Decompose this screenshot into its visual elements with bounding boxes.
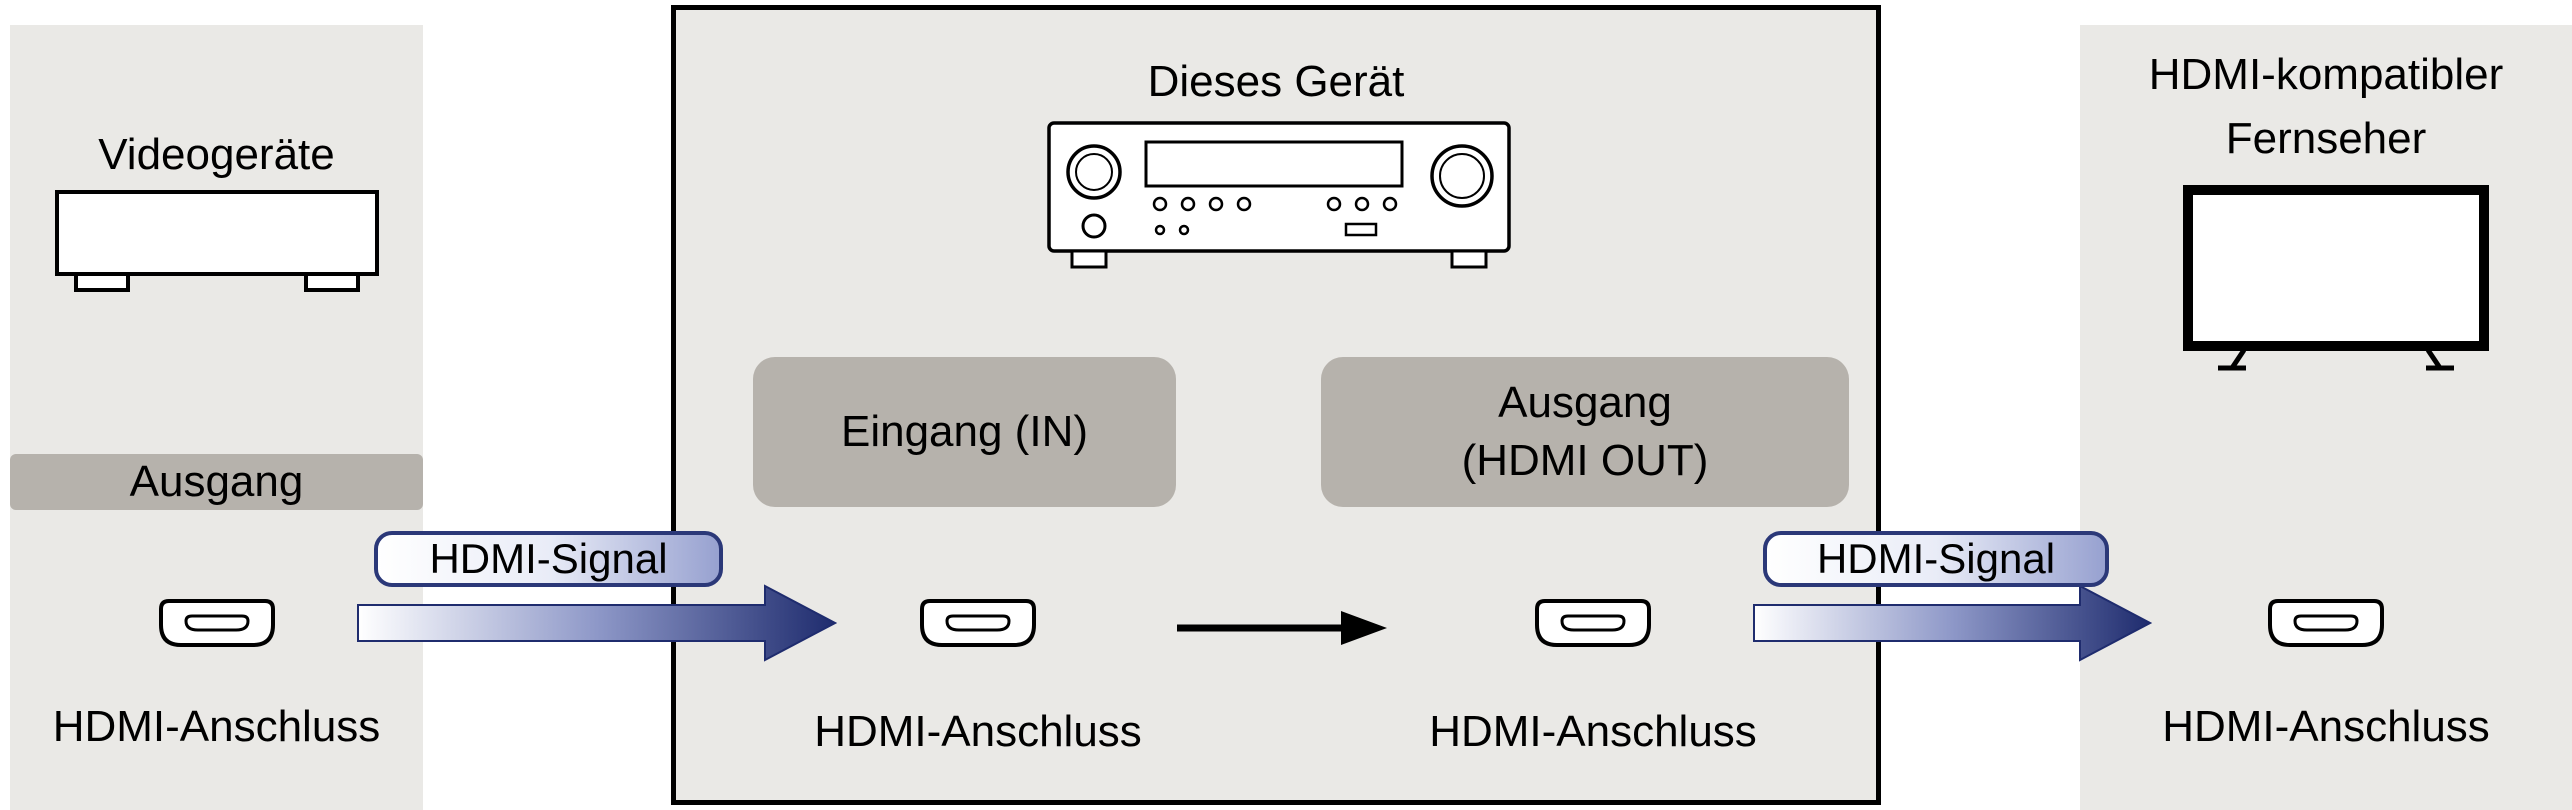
gradient-arrow-right-icon <box>1753 584 2152 662</box>
device-output-badge: Ausgang (HDMI OUT) <box>1321 357 1849 507</box>
hdmi-port-icon <box>919 595 1037 651</box>
this-device-title: Dieses Gerät <box>1147 57 1405 106</box>
hdmi-port-icon <box>2267 595 2385 651</box>
device-input-connector-label: HDMI-Anschluss <box>814 707 1142 756</box>
this-device-panel: Dieses Gerät Eingang (IN) A <box>671 5 1881 805</box>
hdmi-port-icon <box>158 595 276 651</box>
source-connector-label: HDMI-Anschluss <box>52 702 381 751</box>
tv-panel: HDMI-kompatibler Fernseher HDMI-Anschlus… <box>2080 25 2572 810</box>
hdmi-signal-badge-left: HDMI-Signal <box>374 531 723 587</box>
video-device-icon <box>55 190 379 292</box>
video-devices-title: Videogeräte <box>98 130 335 179</box>
device-output-connector-label: HDMI-Anschluss <box>1429 707 1757 756</box>
video-devices-panel: Videogeräte Ausgang HDMI-Anschluss <box>10 25 423 810</box>
gradient-arrow-right-icon <box>357 584 837 662</box>
device-output-badge-line1: Ausgang <box>1498 378 1672 427</box>
tv-connector-label: HDMI-Anschluss <box>2162 702 2490 751</box>
source-output-badge: Ausgang <box>10 454 423 510</box>
hdmi-port-icon <box>1534 595 1652 651</box>
hdmi-signal-badge-right: HDMI-Signal <box>1763 531 2109 587</box>
hdmi-signal-badge-right-label: HDMI-Signal <box>1816 535 2056 582</box>
device-input-badge: Eingang (IN) <box>753 357 1176 507</box>
tv-title: HDMI-kompatibler Fernseher <box>2080 43 2572 171</box>
tv-icon <box>2183 185 2489 371</box>
tv-title-line1: HDMI-kompatibler <box>2148 50 2504 99</box>
tv-title-line2: Fernseher <box>2225 114 2427 163</box>
source-output-badge-label: Ausgang <box>129 457 304 506</box>
hdmi-signal-badge-left-label: HDMI-Signal <box>429 535 668 582</box>
av-receiver-icon <box>1047 121 1511 269</box>
device-output-badge-line2: (HDMI OUT) <box>1461 436 1709 485</box>
device-input-badge-label: Eingang (IN) <box>840 407 1088 456</box>
black-arrow-right-icon <box>1177 611 1387 645</box>
